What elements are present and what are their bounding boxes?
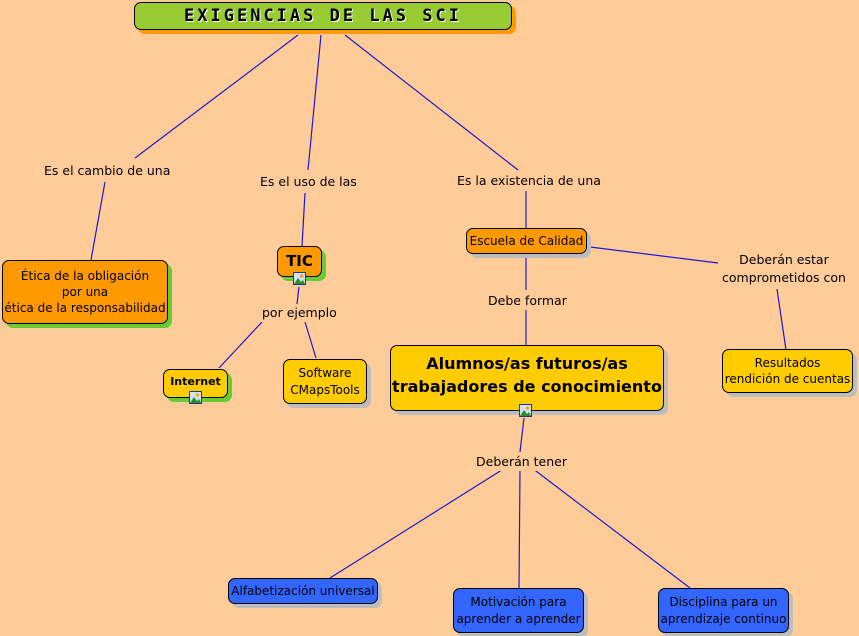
- image-icon[interactable]: [293, 272, 306, 285]
- line-ejemplo-internet: [218, 321, 263, 369]
- line-alumnos-tener: [519, 417, 525, 453]
- line-title-existencia: [344, 34, 519, 171]
- link-label-tener: Deberán tener: [474, 453, 569, 471]
- line-tener-alfabetizacion: [329, 467, 506, 579]
- node-resultados-text: Resultados rendición de cuentas: [724, 355, 851, 386]
- line-ejemplo-software: [304, 321, 317, 359]
- title-text: EXIGENCIAS DE LAS SCI: [184, 5, 462, 26]
- line-comprometidos-resultados: [776, 288, 787, 351]
- node-etica[interactable]: Ética de la obligación por una ética de …: [2, 260, 168, 324]
- image-icon[interactable]: [519, 404, 532, 417]
- node-alfabetizacion-text: Alfabetización universal: [231, 583, 375, 598]
- node-resultados[interactable]: Resultados rendición de cuentas: [722, 349, 853, 393]
- node-motivacion-text: Motivación para aprender a aprender: [456, 595, 581, 626]
- link-label-ejemplo: por ejemplo: [260, 304, 339, 322]
- node-motivacion[interactable]: Motivación para aprender a aprender: [453, 588, 584, 633]
- node-software-text: Software CMapsTools: [290, 366, 360, 397]
- link-label-existencia: Es la existencia de una: [455, 172, 603, 190]
- link-label-cambio: Es el cambio de una: [42, 162, 173, 180]
- line-tener-disciplina: [531, 467, 691, 589]
- line-cambio-etica: [90, 181, 106, 261]
- node-etica-text: Ética de la obligación por una ética de …: [4, 268, 166, 316]
- title-node[interactable]: EXIGENCIAS DE LAS SCI: [134, 2, 512, 30]
- node-disciplina[interactable]: Disciplina para un aprendizaje continuo: [658, 588, 789, 633]
- line-escuela-comprometidos: [589, 246, 719, 264]
- link-label-formar: Debe formar: [486, 292, 569, 310]
- line-tic-ejemplo: [296, 286, 300, 305]
- node-tic[interactable]: TIC: [277, 246, 322, 277]
- node-alumnos-text: Alumnos/as futuros/as trabajadores de co…: [392, 354, 662, 397]
- node-disciplina-text: Disciplina para un aprendizaje continuo: [660, 595, 787, 626]
- node-tic-text: TIC: [286, 252, 313, 270]
- line-title-uso: [307, 34, 322, 171]
- link-label-comprometidos: Deberán estar comprometidos con: [720, 251, 848, 286]
- node-alfabetizacion[interactable]: Alfabetización universal: [228, 578, 378, 604]
- line-uso-tic: [301, 192, 306, 247]
- line-title-cambio: [134, 34, 299, 159]
- link-label-uso: Es el uso de las: [258, 173, 359, 191]
- node-alumnos[interactable]: Alumnos/as futuros/as trabajadores de co…: [390, 345, 664, 411]
- node-escuela[interactable]: Escuela de Calidad: [466, 228, 587, 254]
- node-escuela-text: Escuela de Calidad: [469, 233, 584, 248]
- line-tener-motivacion: [518, 469, 521, 589]
- node-software[interactable]: Software CMapsTools: [283, 359, 367, 404]
- node-internet-text: Internet: [170, 375, 221, 388]
- image-icon[interactable]: [189, 391, 202, 404]
